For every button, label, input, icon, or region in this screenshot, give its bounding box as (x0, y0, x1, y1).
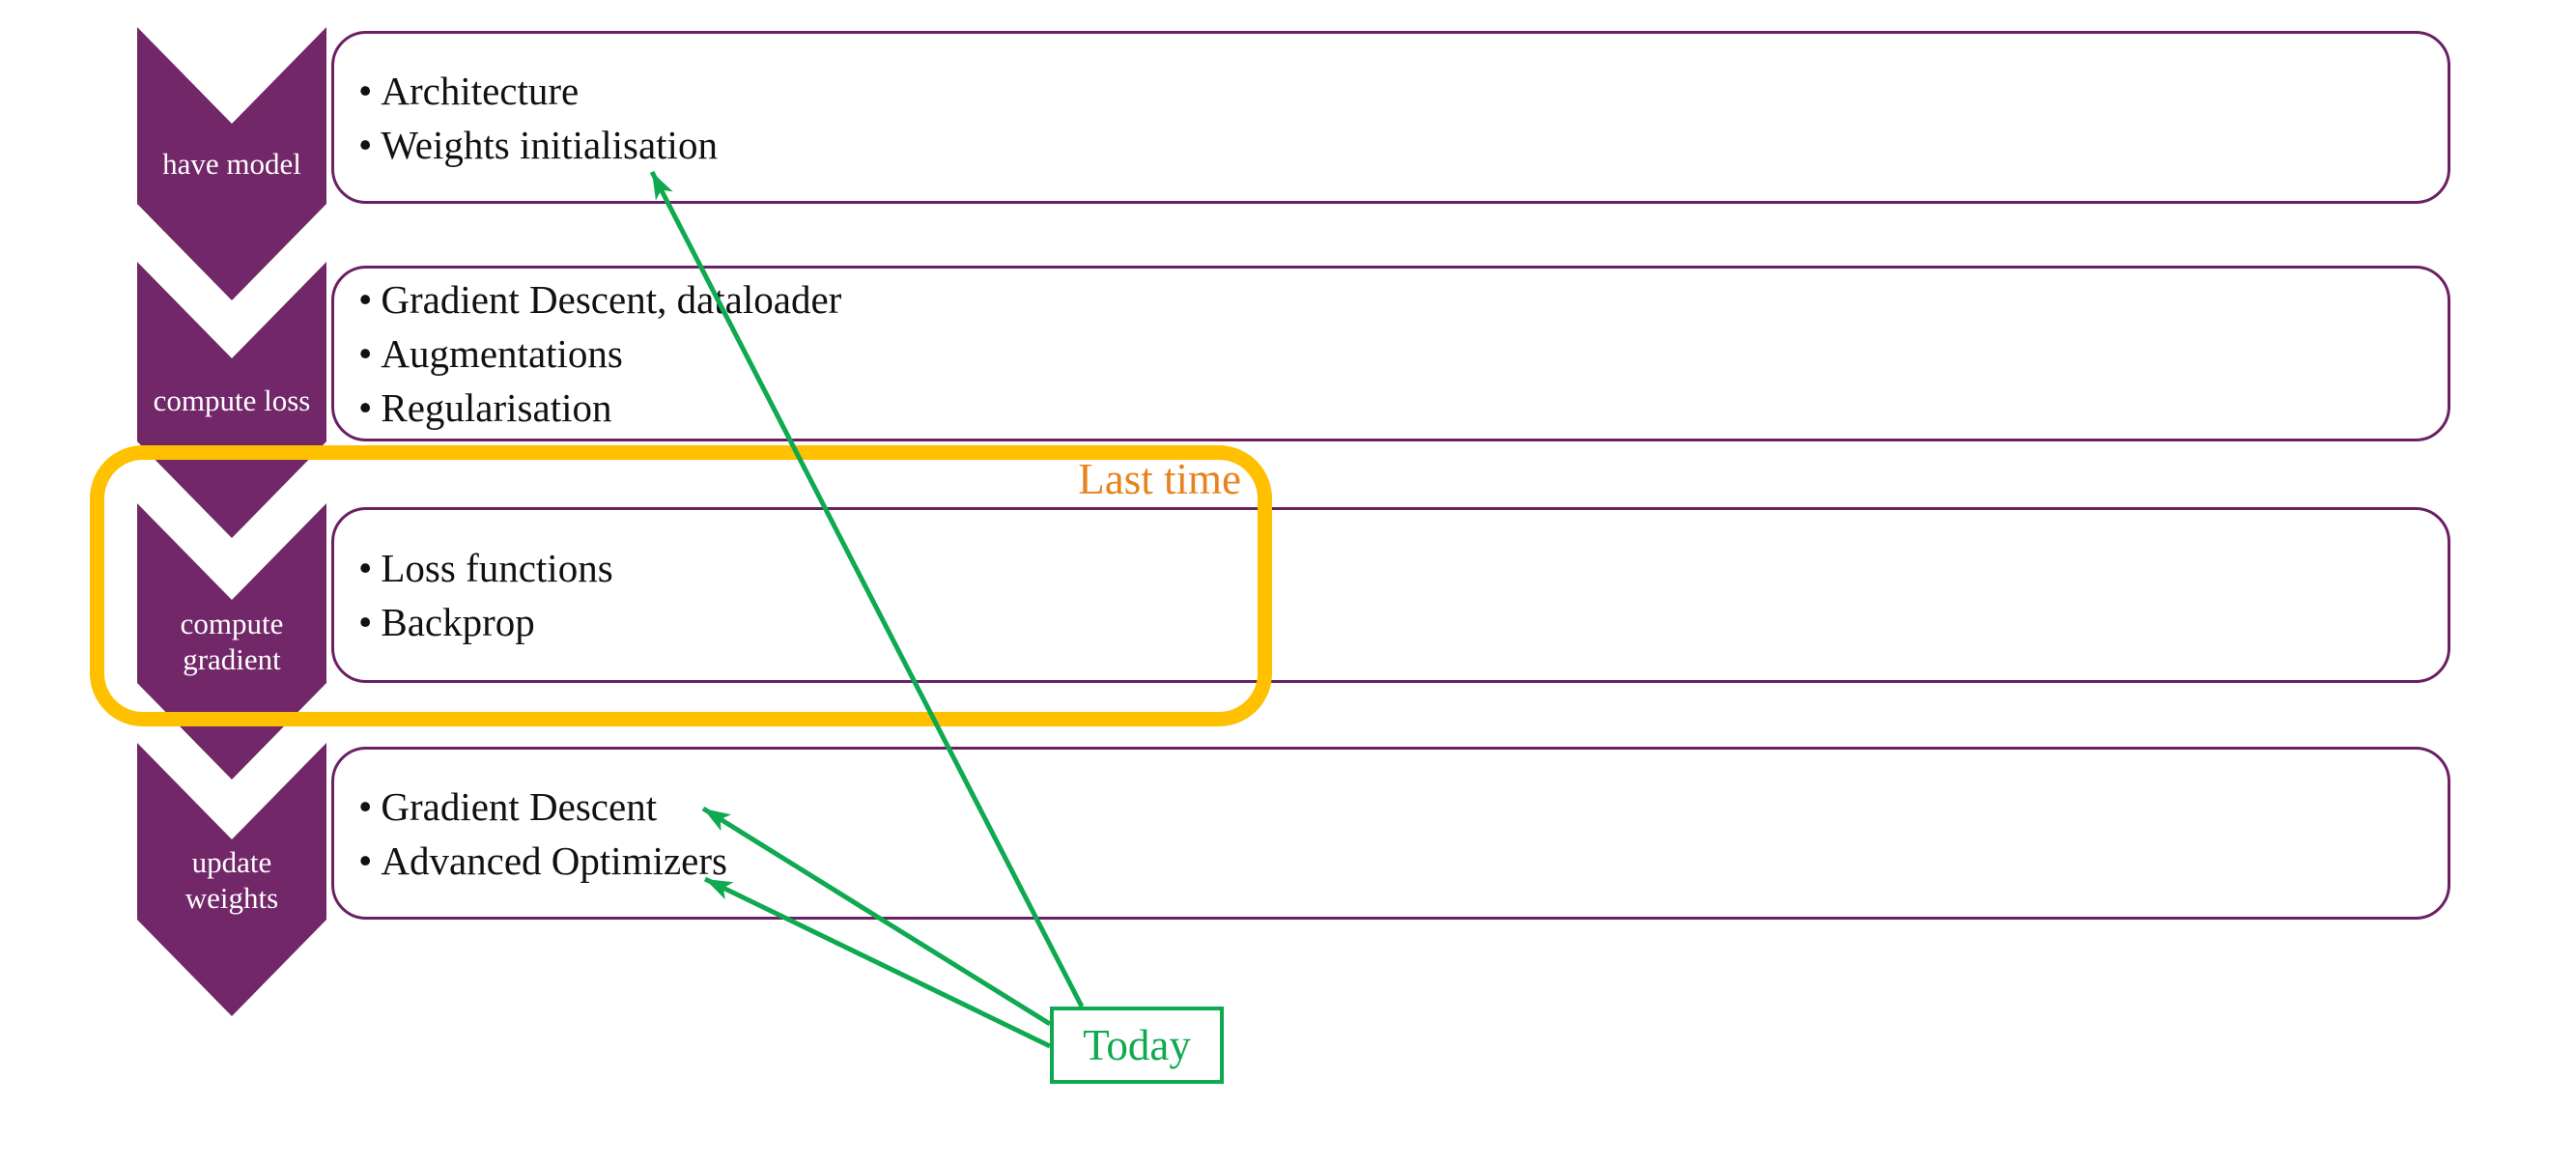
bullet-item: Backprop (358, 595, 2448, 649)
chevron-label-update-weights: update weights (137, 839, 326, 920)
bullet-text: Architecture (381, 68, 580, 113)
chevron-label-line: compute loss (153, 383, 311, 417)
chevron-label-have-model: have model (137, 124, 326, 204)
bullet-item: Regularisation (358, 381, 2448, 435)
today-label: Today (1083, 1020, 1191, 1069)
chevron-compute-loss-icon (137, 262, 326, 538)
chevron-label-line: gradient (183, 642, 281, 676)
bullet-item: Loss functions (358, 541, 2448, 595)
chevron-compute-gradient-icon (137, 503, 326, 780)
chevron-update-weights-icon (137, 743, 326, 1016)
bullet-text: Advanced Optimizers (381, 838, 727, 883)
bullet-text: Loss functions (381, 546, 613, 590)
bullet-item: Gradient Descent, dataloader (358, 272, 2448, 326)
bullet-item: Architecture (358, 64, 2448, 118)
bullet-text: Gradient Descent, dataloader (381, 277, 842, 322)
today-box: Today (1050, 1007, 1224, 1084)
content-box-have-model: Architecture Weights initialisation (331, 31, 2450, 204)
bullet-text: Augmentations (381, 331, 623, 376)
chevron-label-compute-gradient: compute gradient (137, 600, 326, 683)
chevron-label-line: weights (184, 880, 279, 915)
chevron-label-line: have model (162, 147, 301, 181)
content-box-update-weights: Gradient Descent Advanced Optimizers (331, 747, 2450, 920)
bullet-item: Gradient Descent (358, 780, 2448, 834)
bullet-item: Weights initialisation (358, 118, 2448, 172)
chevron-label-line: update (191, 844, 272, 879)
chevron-label-compute-loss: compute loss (137, 358, 326, 441)
bullet-text: Backprop (381, 600, 535, 644)
chevron-have-model-icon (137, 27, 326, 300)
last-time-label: Last time (1078, 455, 1241, 503)
bullet-text: Regularisation (381, 385, 612, 430)
content-box-compute-loss: Gradient Descent, dataloader Augmentatio… (331, 266, 2450, 441)
bullet-item: Advanced Optimizers (358, 834, 2448, 888)
bullet-text: Gradient Descent (381, 783, 658, 829)
bullet-text: Weights initialisation (381, 122, 718, 167)
chevron-label-line: compute (180, 607, 284, 640)
bullet-item: Augmentations (358, 326, 2448, 381)
